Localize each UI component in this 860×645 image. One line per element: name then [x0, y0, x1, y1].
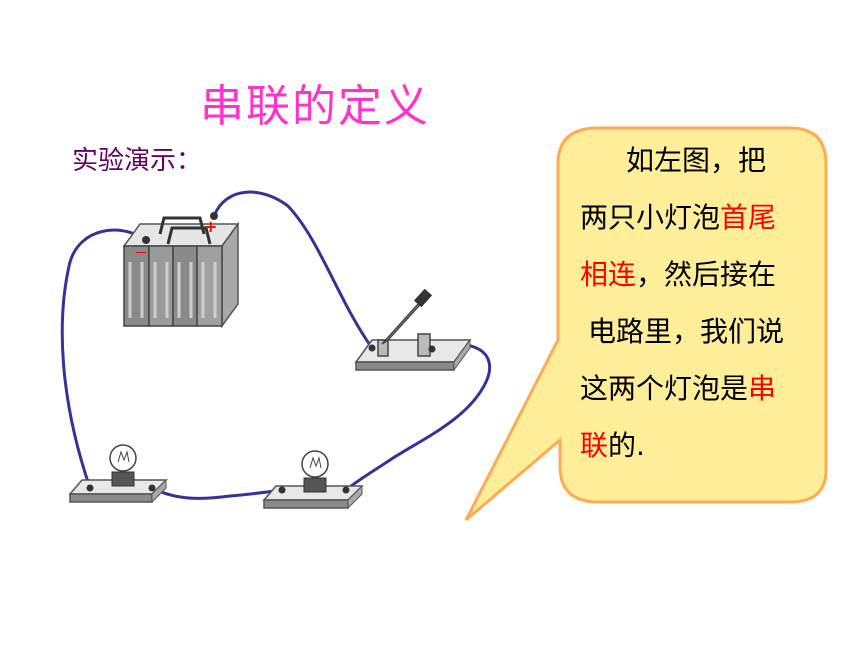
battery-terminal-minus — [142, 236, 150, 244]
bulb-2-base-side — [347, 484, 363, 510]
switch-clip — [417, 333, 431, 357]
switch-base-side — [453, 338, 471, 372]
battery-handle-1 — [158, 216, 206, 235]
bulb-1 — [68, 444, 168, 504]
bubble-text: 如左图，把 两只小灯泡首尾 相连，然后接在 电路里，我们说 这两个灯泡是串 联的… — [580, 132, 830, 474]
battery-terminal-plus — [210, 212, 218, 220]
battery-cell-1 — [123, 245, 150, 327]
switch-hinge — [377, 339, 389, 357]
bulb-2-filament — [309, 456, 322, 469]
bulb-1-filament — [117, 450, 130, 463]
wire-battery-to-switch — [212, 190, 374, 350]
page-title: 串联的定义 — [200, 81, 430, 132]
bubble-highlight: 联 — [580, 429, 609, 462]
battery-cell-4 — [196, 245, 223, 327]
battery-plus-label: + — [204, 217, 217, 236]
switch-base-front — [355, 361, 455, 371]
bubble-highlight: 相连 — [580, 258, 637, 291]
bubble-line-5: 这两个灯泡是串 — [580, 360, 830, 417]
bulb-2-base-front — [263, 499, 349, 509]
wire-bulb1-to-bulb2 — [150, 486, 284, 500]
battery-minus-label: － — [134, 246, 148, 262]
bubble-line-3: 相连，然后接在 — [580, 246, 830, 303]
wires — [60, 190, 492, 500]
battery-handle-2 — [166, 226, 212, 245]
bulb-2 — [262, 450, 364, 510]
bubble-segment: ，然后接在 — [636, 258, 777, 291]
bulb-1-socket — [111, 471, 135, 487]
bubble-line-6: 联的. — [580, 417, 830, 474]
bulb-2-socket — [303, 477, 327, 493]
battery-cell-2 — [148, 245, 174, 327]
experiment-subtitle: 实验演示： — [72, 146, 203, 176]
switch-terminal-right — [428, 345, 436, 353]
wire-battery-to-bulb1 — [60, 228, 148, 490]
switch-terminal-left — [368, 344, 376, 352]
wire-switch-to-bulb2 — [344, 343, 492, 492]
bubble-highlight: 首尾 — [720, 201, 777, 234]
bubble-segment: 的. — [608, 429, 645, 462]
battery-cell-3 — [172, 245, 198, 327]
bubble-line-2: 两只小灯泡首尾 — [580, 189, 830, 246]
bubble-line-1: 如左图，把 — [580, 132, 830, 189]
bulb-1-terminal-right — [148, 484, 156, 492]
bubble-segment: 如左图，把 — [626, 144, 767, 177]
bubble-segment: 电路里，我们说 — [588, 315, 785, 348]
bulb-2-terminal-left — [278, 486, 286, 494]
speech-bubble — [464, 126, 828, 522]
battery: － + — [122, 212, 240, 329]
bubble-line-4: 电路里，我们说 — [580, 303, 830, 360]
bulb-2-terminal-right — [342, 486, 350, 494]
battery-ribs — [128, 262, 217, 318]
bulb-1-base-front — [69, 493, 153, 503]
knife-switch — [354, 288, 472, 372]
bulb-1-terminal-left — [86, 484, 94, 492]
bubble-segment: 两只小灯泡 — [580, 201, 721, 234]
switch-handle — [413, 288, 433, 308]
bubble-highlight: 串 — [748, 372, 777, 405]
bulb-1-base-side — [151, 478, 167, 504]
bubble-segment: 这两个灯泡是 — [580, 372, 749, 405]
